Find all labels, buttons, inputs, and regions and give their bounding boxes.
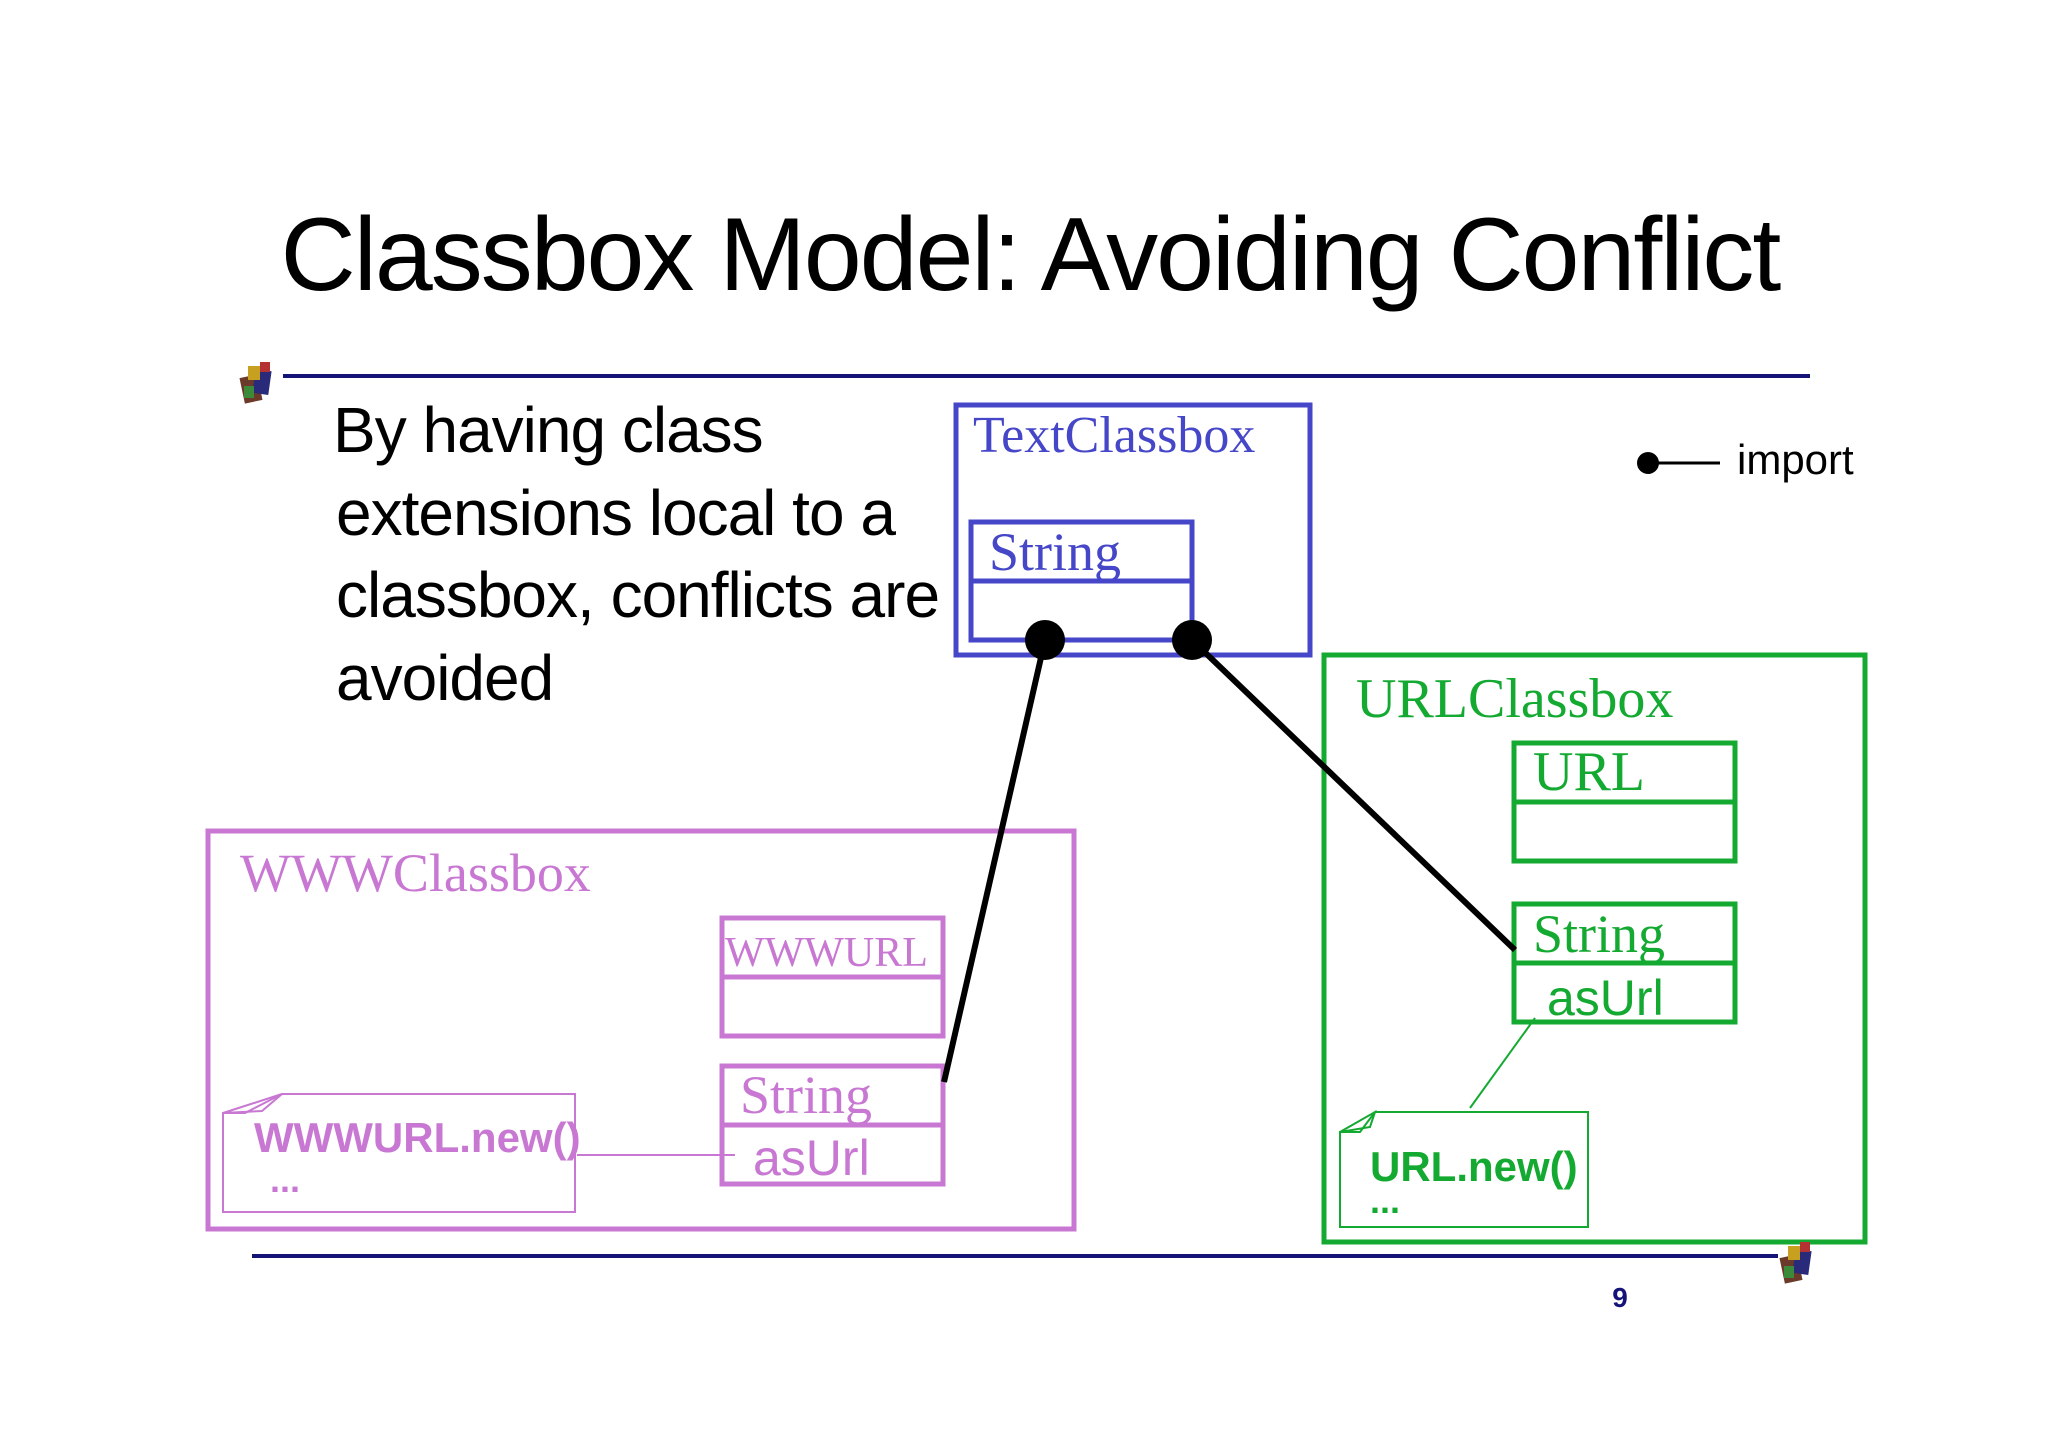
www-note: WWWURL.new() ...	[222, 1093, 581, 1213]
text-classbox: TextClassbox String	[953, 402, 1313, 658]
www-wwwurl-class-name: WWWURL	[725, 930, 928, 976]
www-string-class: String asUrl	[719, 1063, 946, 1187]
page-number: 9	[1612, 1282, 1628, 1313]
bullet-line-3: classbox, conflicts are	[336, 559, 939, 631]
bullet-line-4: avoided	[336, 642, 553, 714]
www-note-line-1: WWWURL.new()	[254, 1114, 581, 1161]
url-string-class: String asUrl	[1511, 901, 1738, 1026]
import-dot-url	[1172, 620, 1212, 660]
www-classbox: WWWClassbox WWWURL String asUrl WWWURL.n…	[205, 828, 1077, 1232]
url-url-class: URL	[1511, 740, 1738, 864]
www-wwwurl-class: WWWURL	[719, 915, 946, 1039]
url-classbox: URLClassbox URL String asUrl URL.new() .…	[1321, 652, 1868, 1245]
text-classbox-frame	[953, 402, 1313, 658]
text-classbox-title: TextClassbox	[973, 407, 1255, 464]
url-note-line-1: URL.new()	[1370, 1143, 1578, 1190]
slide-title: Classbox Model: Avoiding Conflict	[281, 197, 1782, 313]
text-string-class: String	[968, 519, 1195, 643]
text-string-class-name: String	[989, 522, 1121, 582]
import-legend: import	[1637, 436, 1854, 483]
bullet-line-1: By having class	[333, 394, 763, 466]
www-classbox-frame	[205, 828, 1077, 1232]
import-dot-www	[1025, 620, 1065, 660]
import-legend-dot	[1637, 452, 1659, 474]
www-classbox-title: WWWClassbox	[240, 843, 591, 903]
import-legend-label: import	[1737, 436, 1854, 483]
url-classbox-title: URLClassbox	[1356, 668, 1673, 730]
import-line-www	[941, 639, 1048, 1083]
www-string-class-name: String	[740, 1065, 872, 1125]
url-note-line-2: ...	[1370, 1180, 1400, 1221]
url-note-connector	[1469, 1017, 1536, 1109]
www-string-method: asUrl	[753, 1130, 870, 1186]
classbox-logo-icon	[239, 362, 272, 404]
url-note: URL.new() ...	[1339, 1109, 1589, 1228]
url-classbox-frame	[1321, 652, 1868, 1245]
classbox-logo-icon	[1779, 1242, 1812, 1284]
import-line-url	[1189, 637, 1518, 953]
bullet-line-2: extensions local to a	[336, 477, 896, 549]
url-string-method: asUrl	[1547, 970, 1664, 1026]
bullet-paragraph: By having class extensions local to a cl…	[333, 394, 940, 714]
url-string-class-name: String	[1533, 904, 1665, 964]
url-url-class-name: URL	[1533, 741, 1645, 803]
www-note-line-2: ...	[270, 1159, 300, 1200]
